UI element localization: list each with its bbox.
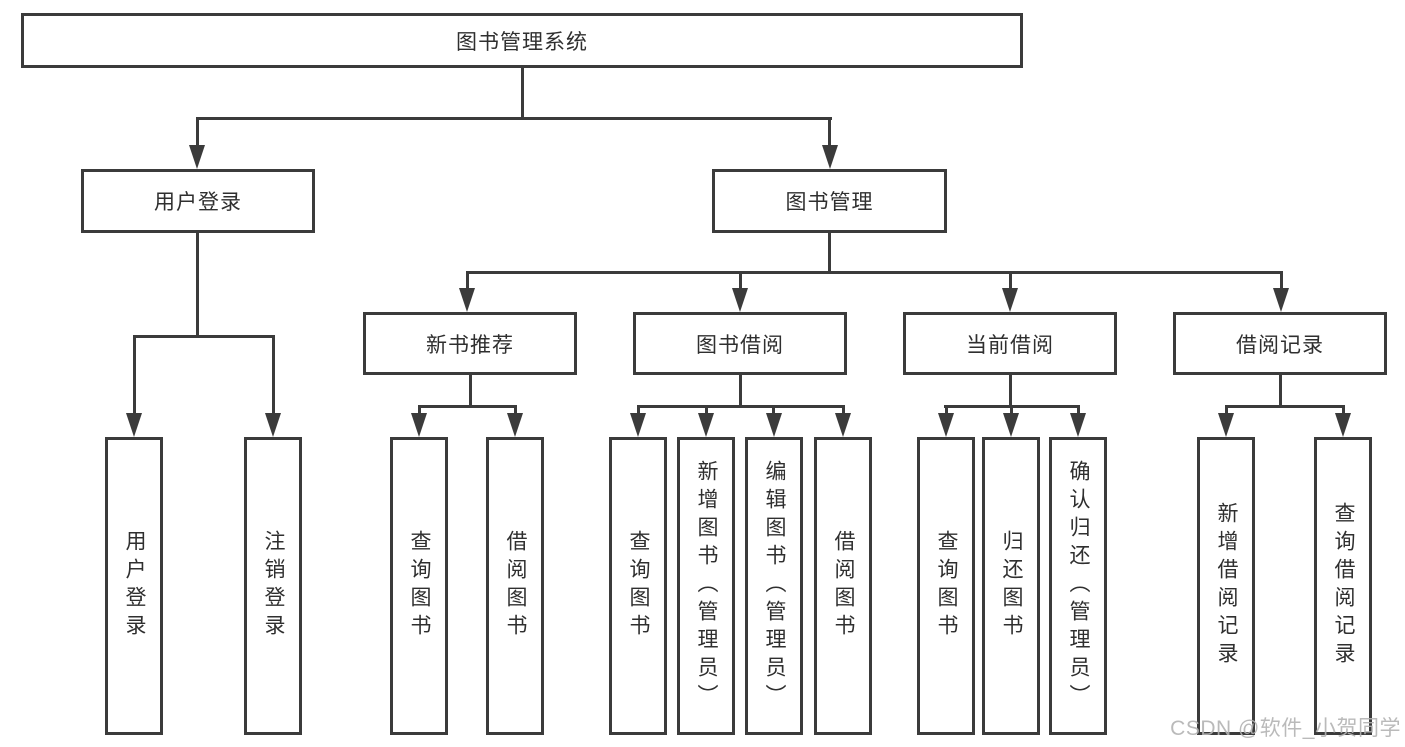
connector-line: [466, 271, 469, 291]
connector-line: [637, 405, 845, 408]
arrow-down-icon: [126, 413, 142, 437]
arrow-down-icon: [1218, 413, 1234, 437]
leaf-label: 新增借阅记录: [1215, 502, 1238, 670]
connector-line: [828, 117, 831, 146]
leaf-query-books-current: 查询图书: [917, 437, 975, 735]
leaf-label: 查询借阅记录: [1332, 502, 1355, 670]
leaf-label: 用户登录: [123, 530, 146, 642]
leaf-label: 归还图书: [1000, 530, 1023, 642]
arrow-down-icon: [507, 413, 523, 437]
connector-line: [418, 405, 421, 417]
arrow-down-icon: [732, 288, 748, 312]
node-book-management: 图书管理: [712, 169, 947, 233]
connector-line: [1010, 405, 1013, 417]
leaf-label: 查询图书: [935, 530, 958, 642]
leaf-return-books: 归还图书: [982, 437, 1040, 735]
arrow-down-icon: [938, 413, 954, 437]
connector-line: [514, 405, 517, 417]
leaf-label: 编辑图书（管理员）: [763, 460, 786, 712]
connector-line: [196, 231, 199, 338]
leaf-borrow-books-recommend: 借阅图书: [486, 437, 544, 735]
connector-line: [1280, 271, 1283, 291]
connector-line: [1225, 405, 1228, 417]
leaf-confirm-return-admin: 确认归还（管理员）: [1049, 437, 1107, 735]
node-current-borrowing: 当前借阅: [903, 312, 1117, 375]
arrow-down-icon: [1070, 413, 1086, 437]
leaf-query-books-recommend: 查询图书: [390, 437, 448, 735]
connector-line: [739, 373, 742, 407]
arrow-down-icon: [630, 413, 646, 437]
connector-line: [469, 373, 472, 407]
arrow-down-icon: [1002, 288, 1018, 312]
arrow-down-icon: [265, 413, 281, 437]
node-borrowing-records: 借阅记录: [1173, 312, 1387, 375]
connector-line: [1009, 373, 1012, 407]
leaf-label: 查询图书: [627, 530, 650, 642]
connector-line: [196, 117, 832, 120]
arrow-down-icon: [698, 413, 714, 437]
node-label: 图书管理: [785, 191, 874, 214]
connector-line: [705, 405, 708, 417]
leaf-label: 查询图书: [408, 530, 431, 642]
arrow-down-icon: [822, 145, 838, 169]
arrow-down-icon: [411, 413, 427, 437]
leaf-label: 注销登录: [262, 530, 285, 642]
connector-line: [521, 66, 524, 120]
node-label: 图书管理系统: [456, 30, 588, 54]
leaf-label: 借阅图书: [504, 530, 527, 642]
connector-line: [466, 271, 1281, 274]
arrow-down-icon: [1273, 288, 1289, 312]
connector-line: [637, 405, 640, 417]
connector-line: [945, 405, 948, 417]
connector-line: [196, 117, 199, 146]
connector-line: [1009, 271, 1012, 291]
leaf-label: 借阅图书: [832, 530, 855, 642]
leaf-label: 新增图书（管理员）: [695, 460, 718, 712]
leaf-borrow-books: 借阅图书: [814, 437, 872, 735]
csdn-watermark: CSDN @软件_小贺同学: [1170, 717, 1401, 740]
connector-line: [1225, 405, 1344, 408]
connector-line: [133, 335, 136, 417]
arrow-down-icon: [459, 288, 475, 312]
connector-line: [133, 335, 275, 338]
connector-line: [272, 335, 275, 417]
node-library-management-system: 图书管理系统: [21, 13, 1023, 68]
connector-line: [828, 231, 831, 274]
arrow-down-icon: [189, 145, 205, 169]
leaf-label: 确认归还（管理员）: [1067, 460, 1090, 712]
arrow-down-icon: [835, 413, 851, 437]
node-book-borrowing: 图书借阅: [633, 312, 847, 375]
leaf-logout: 注销登录: [244, 437, 302, 735]
node-new-book-recommendation: 新书推荐: [363, 312, 577, 375]
leaf-add-books-admin: 新增图书（管理员）: [677, 437, 735, 735]
node-user-login: 用户登录: [81, 169, 315, 233]
leaf-edit-books-admin: 编辑图书（管理员）: [745, 437, 803, 735]
node-label: 新书推荐: [426, 333, 514, 357]
connector-line: [739, 271, 742, 291]
leaf-add-borrow-record: 新增借阅记录: [1197, 437, 1255, 735]
connector-line: [418, 405, 517, 408]
leaf-query-books-borrow: 查询图书: [609, 437, 667, 735]
arrow-down-icon: [1335, 413, 1351, 437]
node-label: 图书借阅: [696, 333, 784, 357]
connector-line: [1342, 405, 1345, 417]
connector-line: [772, 405, 775, 417]
arrow-down-icon: [766, 413, 782, 437]
connector-line: [1279, 373, 1282, 407]
node-label: 当前借阅: [966, 333, 1054, 357]
node-label: 用户登录: [154, 191, 242, 214]
leaf-user-login: 用户登录: [105, 437, 163, 735]
leaf-query-borrow-record: 查询借阅记录: [1314, 437, 1372, 735]
connector-line: [1077, 405, 1080, 417]
arrow-down-icon: [1003, 413, 1019, 437]
connector-line: [842, 405, 845, 417]
node-label: 借阅记录: [1236, 333, 1324, 357]
